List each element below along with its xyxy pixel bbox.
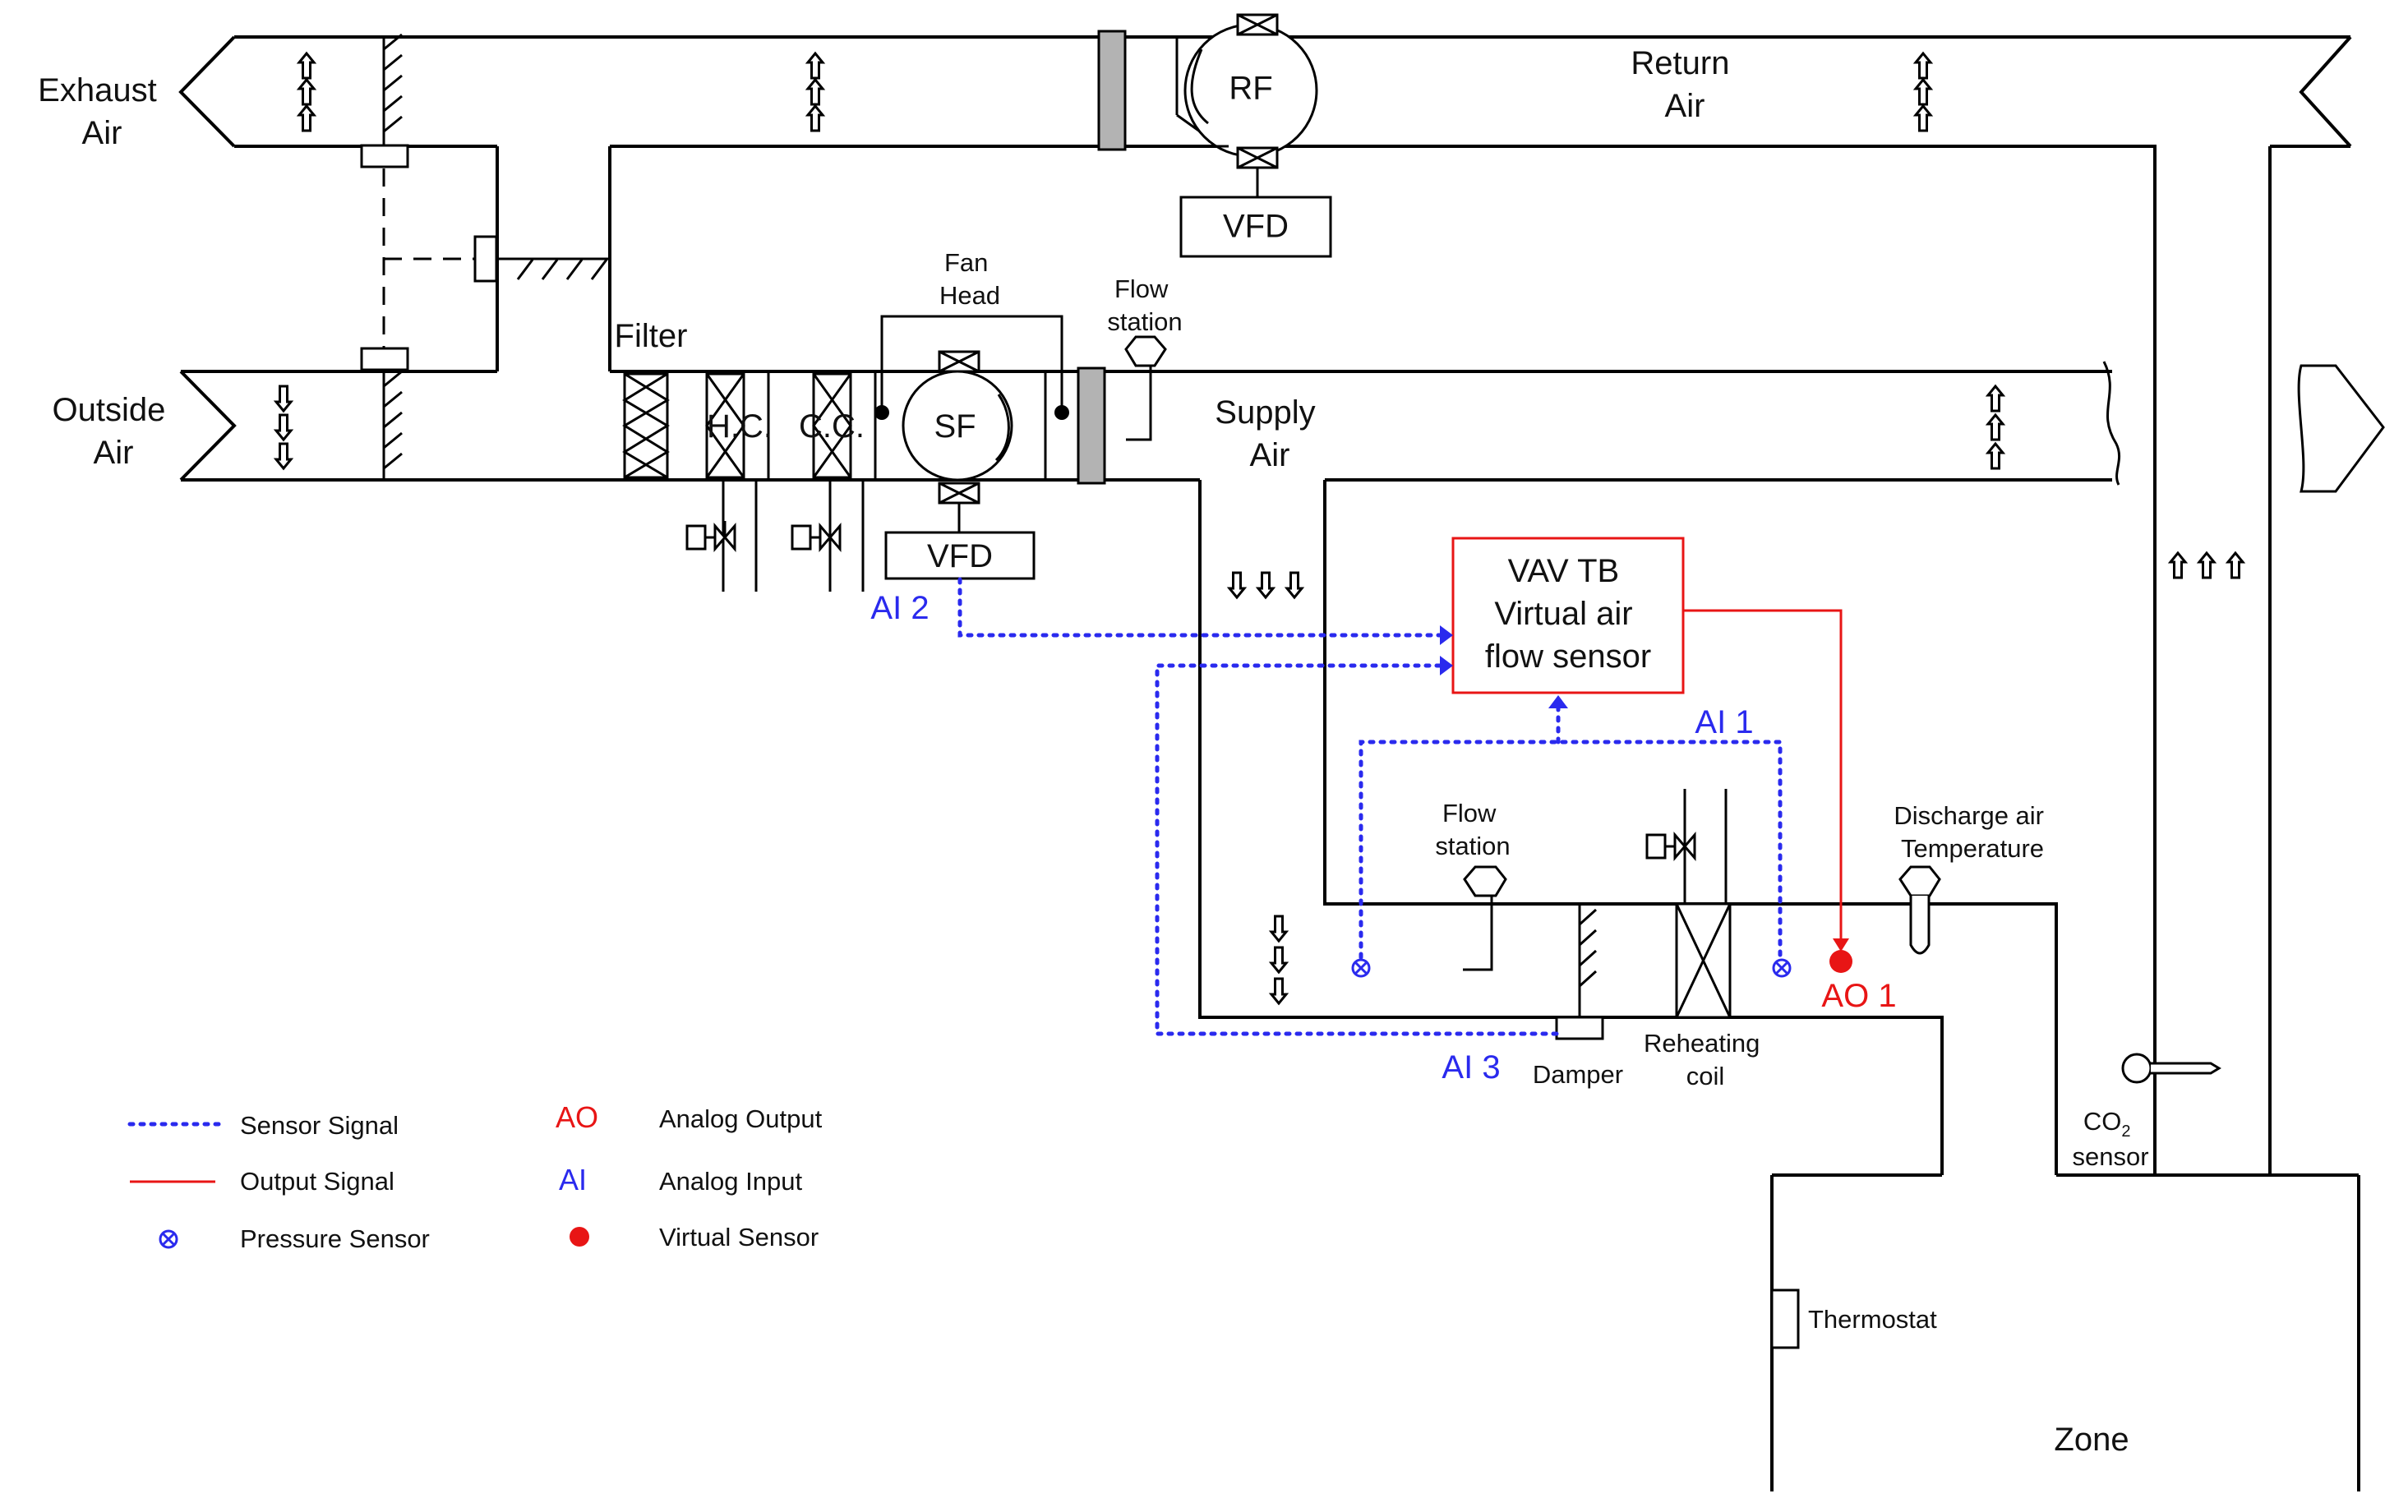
- flow-station-vav-icon: [1463, 865, 1507, 897]
- filter-label: Filter: [615, 318, 688, 354]
- damper-actuator-outside: [360, 347, 409, 371]
- pressure-sensor-right: [1772, 958, 1792, 978]
- co2-sensor-icon: [2121, 1053, 2152, 1084]
- return-riser: [2268, 146, 2359, 1177]
- cooling-coil-element: [812, 372, 852, 479]
- reheat-valve: [1645, 828, 1696, 860]
- vfd-supply-label: VFD: [927, 538, 993, 574]
- vav-components: [1351, 789, 2221, 1349]
- flow-station-main-icon: [1124, 335, 1167, 367]
- ai3-label: AI 3: [1442, 1049, 1500, 1086]
- thermostat-label: Thermostat: [1808, 1305, 1937, 1334]
- legend-output-signal-label: Output Signal: [240, 1167, 394, 1196]
- legend-item-ao: AO Analog Output: [556, 1100, 823, 1134]
- legend: Sensor Signal Output Signal Pressure Sen…: [127, 1100, 823, 1253]
- legend-item-sensor-signal: Sensor Signal: [127, 1111, 399, 1140]
- damper-actuator-relief: [473, 235, 498, 283]
- flow-station-vav-label: Flow station: [1435, 799, 1510, 860]
- ai1-label: AI 1: [1695, 704, 1753, 740]
- exhaust-outlet: [178, 35, 236, 148]
- vav-virtual-sensor-box: [1451, 537, 1685, 694]
- legend-ao-abbr: AO: [556, 1100, 598, 1134]
- legend-ao-label: Analog Output: [659, 1104, 823, 1133]
- return-damper-block: [1097, 30, 1127, 151]
- cooling-valve: [791, 519, 842, 551]
- exhaust-air-label: Exhaust Air: [38, 72, 166, 151]
- supply-damper-block: [1077, 366, 1106, 485]
- virtual-sensor-dot: [1829, 950, 1852, 973]
- return-air-label: Return Air: [1631, 45, 1738, 124]
- damper-actuator-exhaust: [360, 144, 409, 168]
- vfd-supply-box: [884, 531, 1036, 580]
- heating-coil-element: [705, 372, 745, 479]
- zone-label: Zone: [2054, 1422, 2129, 1458]
- flow-station-main-label: Flow station: [1107, 274, 1182, 336]
- legend-item-pressure-sensor: Pressure Sensor: [159, 1224, 430, 1253]
- side-diffuser: [2297, 364, 2385, 493]
- vav-damper-actuator: [1555, 1016, 1604, 1040]
- legend-pressure-sensor-label: Pressure Sensor: [240, 1224, 430, 1253]
- legend-sensor-signal-label: Sensor Signal: [240, 1111, 399, 1140]
- return-fan-section: RF VFD: [1097, 13, 1332, 258]
- outside-air-label: Outside Air: [53, 392, 175, 471]
- heating-valve: [685, 519, 736, 551]
- discharge-temp-label: Discharge air Temperature: [1894, 801, 2050, 863]
- legend-item-ai: AI Analog Input: [559, 1163, 802, 1196]
- return-duct-bottom: [610, 145, 2157, 1175]
- supply-air-label: Supply Air: [1215, 394, 1324, 473]
- damper-label: Damper: [1533, 1060, 1623, 1089]
- discharge-temp-sensor-icon: [1898, 865, 1941, 897]
- return-fan-label: RF: [1229, 71, 1272, 107]
- heating-coil-label: H.C.: [707, 408, 773, 445]
- thermostat-icon: [1770, 1288, 1800, 1349]
- return-inlet: [2270, 35, 2352, 148]
- vfd-return-label: VFD: [1223, 209, 1289, 245]
- ai2-label: AI 2: [870, 590, 929, 626]
- co2-sensor-label: CO2 sensor: [2072, 1107, 2148, 1171]
- reheating-coil-label: Reheating coil: [1644, 1029, 1767, 1090]
- supply-break: [2102, 361, 2121, 486]
- ahu-components: [622, 315, 1167, 592]
- legend-item-virtual-sensor: Virtual Sensor: [570, 1223, 819, 1252]
- ao1-label: AO 1: [1821, 978, 1896, 1014]
- dampers: [360, 33, 1604, 1040]
- legend-ai-abbr: AI: [559, 1163, 587, 1196]
- legend-virtual-sensor-label: Virtual Sensor: [659, 1223, 819, 1252]
- fan-head-label: Fan Head: [939, 248, 1000, 310]
- legend-ai-label: Analog Input: [659, 1167, 802, 1196]
- signals: [957, 577, 1849, 1036]
- outside-intake: [179, 370, 1200, 482]
- labels: Exhaust Air Outside Air Return Air Suppl…: [38, 45, 2148, 1458]
- vav-box-label: VAV TB Virtual air flow sensor: [1485, 553, 1651, 675]
- filter-element: [623, 372, 669, 479]
- legend-item-output-signal: Output Signal: [130, 1167, 394, 1196]
- pressure-sensor-left: [1351, 958, 1371, 978]
- cooling-coil-label: C.C.: [799, 408, 865, 445]
- supply-fan-label: SF: [934, 408, 976, 445]
- vfd-return-box: [1179, 196, 1332, 258]
